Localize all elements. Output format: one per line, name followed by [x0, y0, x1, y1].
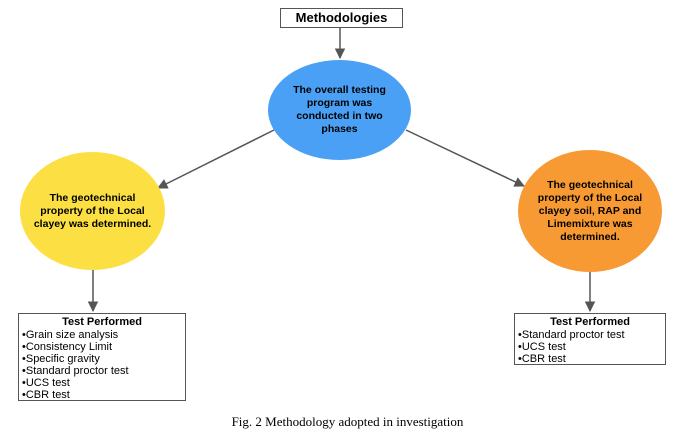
left-tests-list: •Grain size analysis•Consistency Limit•S…: [22, 329, 182, 401]
right-tests-list: •Standard proctor test•UCS test•CBR test: [518, 329, 662, 365]
test-item: •Specific gravity: [22, 353, 100, 365]
left-tests-box: Test Performed •Grain size analysis•Cons…: [18, 313, 186, 401]
test-item: •CBR test: [22, 389, 70, 401]
left-node-text: The geotechnical property of the Local c…: [33, 191, 152, 230]
test-item: •UCS test: [518, 341, 566, 353]
right-tests-box: Test Performed •Standard proctor test•UC…: [514, 313, 666, 365]
right-node-text: The geotechnical property of the Local c…: [537, 178, 643, 243]
test-item: •Standard proctor test: [518, 329, 625, 341]
center-phase-node: The overall testing program was conducte…: [268, 60, 411, 160]
test-item: •Consistency Limit: [22, 341, 113, 353]
test-item: •CBR test: [518, 353, 566, 365]
arrow-center-to-left: [157, 129, 275, 189]
methodologies-title-box: Methodologies: [280, 8, 403, 28]
center-node-text: The overall testing program was conducte…: [293, 84, 386, 135]
figure-caption: Fig. 2 Methodology adopted in investigat…: [231, 414, 464, 429]
arrow-center-to-right: [405, 129, 525, 187]
test-item: •Standard proctor test: [22, 365, 129, 377]
left-tests-title: Test Performed: [62, 316, 142, 328]
left-phase-node: The geotechnical property of the Local c…: [20, 152, 165, 270]
test-item: •UCS test: [22, 377, 70, 389]
test-item: •Grain size analysis: [22, 329, 119, 341]
right-tests-title: Test Performed: [550, 316, 630, 328]
right-phase-node: The geotechnical property of the Local c…: [518, 150, 662, 272]
